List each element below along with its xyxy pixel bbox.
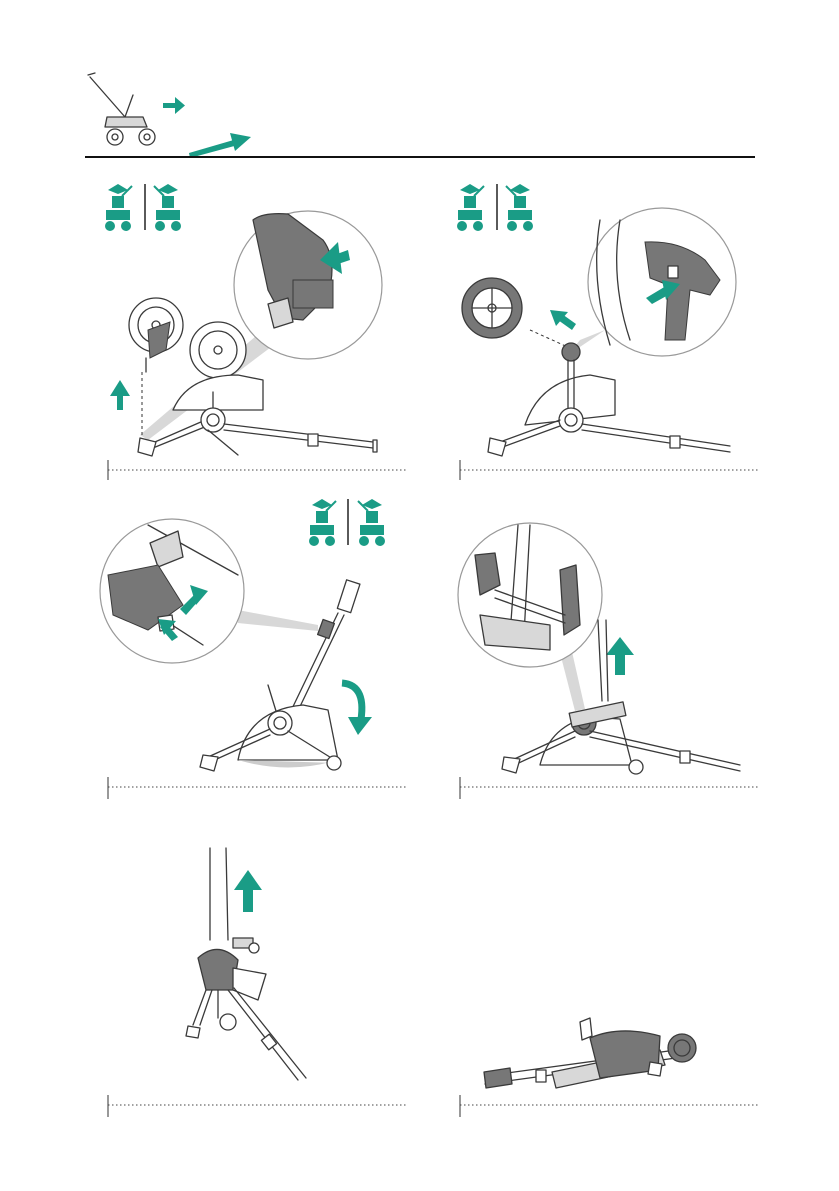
- world-facing-seat-icon: [358, 499, 385, 546]
- step-3-panel: [88, 495, 408, 805]
- page-header: [85, 65, 755, 165]
- step-2-panel: [440, 180, 760, 480]
- removed-wheel: [462, 278, 522, 338]
- parent-facing-seat-icon: [457, 184, 484, 231]
- arrow-up-icon: [234, 870, 262, 912]
- stroller-icon: [88, 73, 155, 145]
- world-facing-seat-icon: [506, 184, 533, 231]
- long-arrow-icon: [189, 133, 251, 158]
- stroller-frame: [488, 343, 730, 456]
- step-1-panel: [88, 180, 408, 480]
- parent-facing-seat-icon: [105, 184, 132, 231]
- step-6-panel: [440, 840, 760, 1120]
- folded-stroller: [484, 1018, 696, 1088]
- arrow-left-up-icon: [550, 310, 576, 330]
- detail-zoom: [100, 519, 318, 663]
- parent-facing-seat-icon: [309, 499, 336, 546]
- curved-arrow-icon: [342, 683, 372, 735]
- arrow-up-icon: [606, 637, 634, 675]
- detail-zoom: [568, 208, 736, 356]
- step-5-panel: [88, 840, 408, 1120]
- arrow-up-icon: [110, 380, 130, 410]
- detail-zoom: [458, 523, 602, 711]
- rear-wheel: [129, 298, 246, 378]
- step-4-panel: [440, 495, 760, 805]
- arrow-right-icon: [163, 97, 185, 114]
- world-facing-seat-icon: [154, 184, 181, 231]
